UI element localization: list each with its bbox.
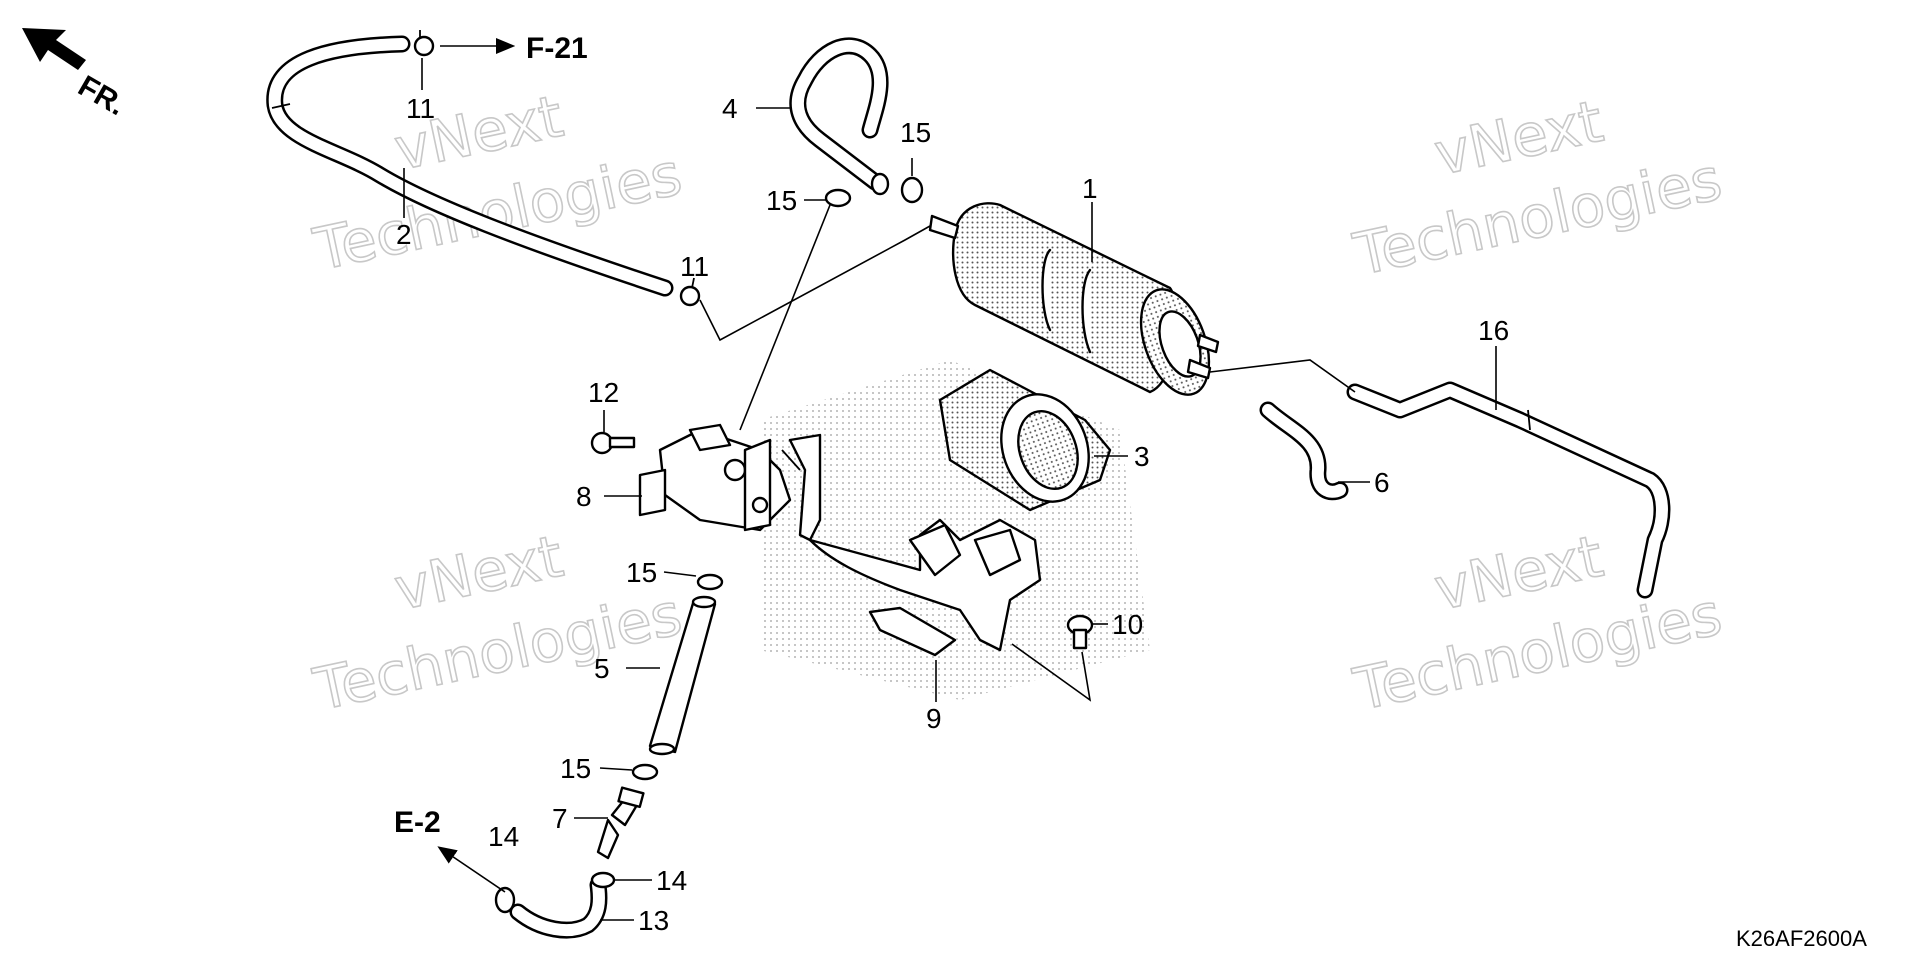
callout-14a: 14	[488, 821, 519, 852]
leader-part-5	[739, 204, 831, 431]
part-2-hose	[266, 35, 674, 297]
ref-f21: F-21	[526, 32, 588, 65]
part-13-hose	[509, 876, 608, 939]
callout-11b: 11	[680, 251, 709, 282]
callout-13: 13	[638, 905, 669, 936]
callout-15b: 15	[766, 185, 797, 216]
callout-15a: 15	[900, 117, 931, 148]
callout-7: 7	[552, 803, 568, 834]
leader-part-10	[1011, 643, 1092, 702]
leader-15c	[663, 571, 697, 577]
callout-5: 5	[594, 653, 610, 684]
part-14-clip-left	[494, 886, 516, 914]
callout-2: 2	[396, 219, 412, 250]
callout-14b: 14	[656, 865, 687, 896]
part-7-connector	[596, 786, 645, 860]
e2-arrow	[437, 846, 506, 893]
part-4-hose	[789, 37, 890, 196]
callout-11a: 11	[406, 93, 435, 124]
part-15-clip-upper	[900, 176, 924, 204]
callout-4: 4	[722, 93, 738, 124]
front-label: FR.	[73, 69, 131, 122]
watermark-top-left: vNext Technologies	[307, 81, 688, 285]
part-15-clip-left	[824, 188, 852, 208]
part-5-tube	[648, 595, 717, 756]
callout-6: 6	[1374, 467, 1390, 498]
callout-9: 9	[926, 703, 942, 734]
callout-16: 16	[1478, 315, 1509, 346]
watermark-top-right: vNext Technologies	[1347, 86, 1728, 290]
part-6-hose	[1259, 401, 1349, 501]
callout-1: 1	[1082, 173, 1098, 204]
part-11-clamp-top	[413, 30, 435, 57]
part-8-solenoid	[638, 423, 792, 532]
part-12-bolt	[590, 431, 636, 455]
leader-15d	[599, 767, 633, 771]
leader-canister-right	[1209, 359, 1356, 393]
callout-8: 8	[576, 481, 592, 512]
callout-15d: 15	[560, 753, 591, 784]
callout-15c: 15	[626, 557, 657, 588]
part-3-holder	[938, 368, 1112, 512]
part-11-clamp-lower	[679, 277, 701, 307]
part-10-bolt	[1066, 614, 1094, 650]
front-direction-arrow: FR.	[22, 28, 131, 122]
part-15-clip-low	[631, 763, 659, 781]
callout-12: 12	[588, 377, 619, 408]
watermark-bottom-left: vNext Technologies	[307, 521, 688, 725]
part-14-clip-right	[590, 871, 616, 889]
leader-canister-left	[699, 225, 931, 342]
part-15-clip-mid	[696, 573, 724, 591]
ref-e2: E-2	[394, 806, 441, 839]
callout-10: 10	[1112, 609, 1143, 640]
part-9-bracket	[781, 433, 1042, 657]
watermark-bottom-right: vNext Technologies	[1347, 521, 1728, 725]
part-1-canister	[928, 202, 1220, 396]
diagram-code: K26AF2600A	[1736, 926, 1867, 951]
callout-3: 3	[1134, 441, 1150, 472]
front-arrow-icon	[22, 28, 86, 70]
